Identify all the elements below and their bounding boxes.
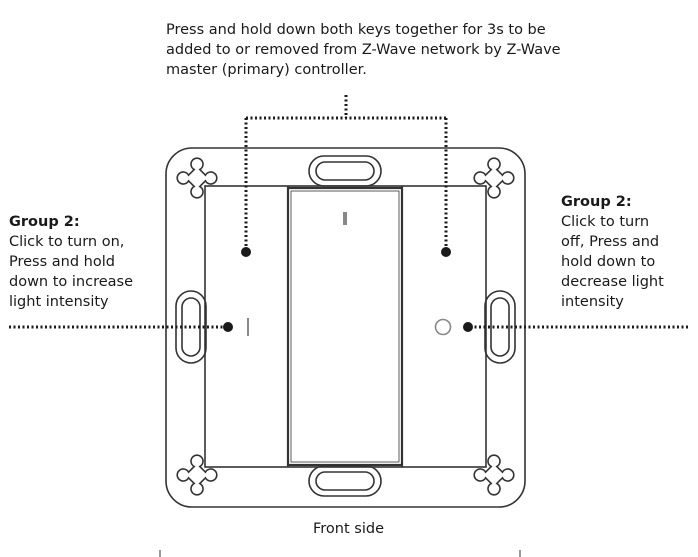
- right-group-title: Group 2:: [561, 194, 632, 210]
- top-instruction-line: Press and hold down both keys together f…: [166, 22, 546, 38]
- left-callout-marker: [223, 322, 233, 332]
- left-instruction-line: Click to turn on,: [9, 234, 125, 250]
- right-instruction-line: hold down to: [561, 254, 656, 270]
- left-instruction-text: Group 2: Click to turn on, Press and hol…: [9, 212, 149, 312]
- front-side-caption: Front side: [313, 521, 384, 537]
- corner-screw-hole-bl: [176, 454, 218, 496]
- left-instruction-line: light intensity: [9, 294, 109, 310]
- corner-screw-hole-tl: [176, 157, 218, 199]
- left-instruction-line: down to increase: [9, 274, 134, 290]
- off-symbol: [434, 318, 452, 336]
- top-instruction-line: master (primary) controller.: [166, 62, 367, 78]
- right-instruction-line: Click to turn: [561, 214, 650, 230]
- right-instruction-text: Group 2: Click to turn off, Press and ho…: [561, 192, 691, 312]
- top-mounting-slot: [308, 155, 382, 187]
- left-group-title: Group 2:: [9, 214, 80, 230]
- center-rocker-inner: [290, 190, 400, 463]
- right-instruction-line: intensity: [561, 294, 624, 310]
- left-key-marker: [241, 247, 251, 257]
- left-instruction-line: Press and hold: [9, 254, 115, 270]
- right-callout-marker: [463, 322, 473, 332]
- top-callout-leader: [244, 95, 448, 250]
- right-key-marker: [441, 247, 451, 257]
- right-instruction-line: off, Press and: [561, 234, 660, 250]
- top-instruction-line: added to or removed from Z-Wave network …: [166, 42, 561, 58]
- corner-screw-hole-br: [473, 454, 515, 496]
- right-instruction-line: decrease light: [561, 274, 664, 290]
- bottom-mounting-slot: [308, 465, 382, 497]
- top-instruction-text: Press and hold down both keys together f…: [166, 20, 566, 80]
- center-led-indicator: [343, 212, 347, 225]
- center-rocker: [286, 186, 404, 467]
- corner-screw-hole-tr: [473, 157, 515, 199]
